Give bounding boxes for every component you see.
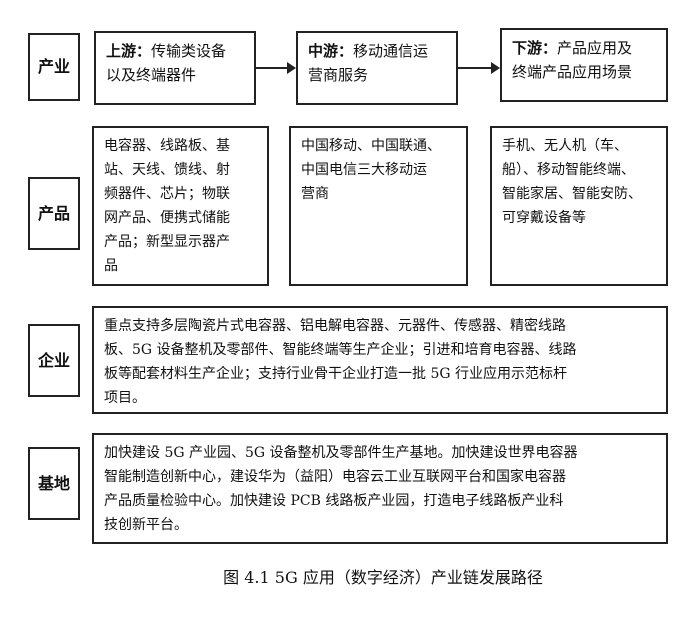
label-text: 基地 — [37, 473, 70, 493]
stage-upstream: 上游：传输类设备 以及终端器件 — [94, 31, 256, 105]
text-line: 船）、移动智能终端、 — [502, 162, 635, 178]
stage-line: 传输类设备 — [151, 42, 227, 60]
text-line: 手机、无人机（车、 — [502, 138, 628, 154]
label-products: 产品 — [28, 177, 80, 250]
text-line: 可穿戴设备等 — [502, 210, 586, 226]
text-line: 智能制造创新中心，建设华为（益阳）电容云工业互联网平台和国家电容器 — [104, 469, 566, 485]
bases-box: 加快建设 5G 产业园、5G 设备整机及零部件生产基地。加快建设世界电容器 智能… — [92, 433, 668, 544]
stage-head: 上游： — [106, 42, 152, 60]
text-line: 中国电信三大移动运 — [301, 162, 427, 178]
stage-line: 移动通信运 — [353, 42, 429, 60]
stage-line: 营商服务 — [308, 66, 369, 84]
enterprises-box: 重点支持多层陶瓷片式电容器、铝电解电容器、元器件、传感器、精密线路 板、5G 设… — [92, 306, 668, 414]
label-bases: 基地 — [28, 447, 80, 520]
arrow-icon — [458, 62, 500, 74]
label-chain: 产业 — [28, 33, 80, 101]
text-line: 项目。 — [104, 390, 146, 406]
stage-head: 下游： — [512, 39, 558, 57]
products-midstream: 中国移动、中国联通、 中国电信三大移动运 营商 — [289, 126, 468, 286]
text-line: 板、5G 设备整机及零部件、智能终端等生产企业；引进和培育电容器、线路 — [104, 342, 577, 358]
stage-head: 中游： — [308, 42, 354, 60]
products-downstream: 手机、无人机（车、 船）、移动智能终端、 智能家居、智能安防、 可穿戴设备等 — [490, 126, 668, 286]
arrow-icon — [256, 62, 296, 74]
text-line: 电容器、线路板、基 — [104, 138, 230, 154]
label-text: 企业 — [37, 350, 70, 370]
label-enterprises: 企业 — [28, 324, 80, 397]
stage-downstream: 下游：产品应用及 终端产品应用场景 — [500, 28, 668, 102]
text-line: 智能家居、智能安防、 — [502, 186, 642, 202]
text-line: 重点支持多层陶瓷片式电容器、铝电解电容器、元器件、传感器、精密线路 — [104, 318, 566, 334]
text-line: 频器件、芯片；物联 — [104, 186, 230, 202]
stage-line: 产品应用及 — [557, 39, 633, 57]
stage-line: 终端产品应用场景 — [512, 63, 633, 81]
text-line: 营商 — [301, 186, 329, 202]
text-line: 产品质量检验中心。加快建设 PCB 线路板产业园，打造电子线路板产业科 — [104, 493, 564, 509]
text-line: 产品；新型显示器产 — [104, 234, 230, 250]
text-line: 品 — [104, 258, 118, 274]
label-text: 产品 — [37, 203, 70, 223]
stage-line: 以及终端器件 — [106, 66, 197, 84]
text-line: 网产品、便携式储能 — [104, 210, 230, 226]
label-text: 产业 — [37, 57, 70, 76]
text-line: 技创新平台。 — [104, 517, 188, 533]
stage-midstream: 中游：移动通信运 营商服务 — [296, 31, 458, 105]
text-line: 站、天线、馈线、射 — [104, 162, 230, 178]
text-line: 板等配套材料生产企业；支持行业骨干企业打造一批 5G 行业应用示范标杆 — [104, 366, 567, 382]
products-upstream: 电容器、线路板、基 站、天线、馈线、射 频器件、芯片；物联 网产品、便携式储能 … — [92, 126, 269, 286]
text-line: 中国移动、中国联通、 — [301, 138, 441, 154]
text-line: 加快建设 5G 产业园、5G 设备整机及零部件生产基地。加快建设世界电容器 — [104, 445, 578, 461]
figure-caption: 图 4.1 5G 应用（数字经济）产业链发展路径 — [223, 568, 543, 587]
